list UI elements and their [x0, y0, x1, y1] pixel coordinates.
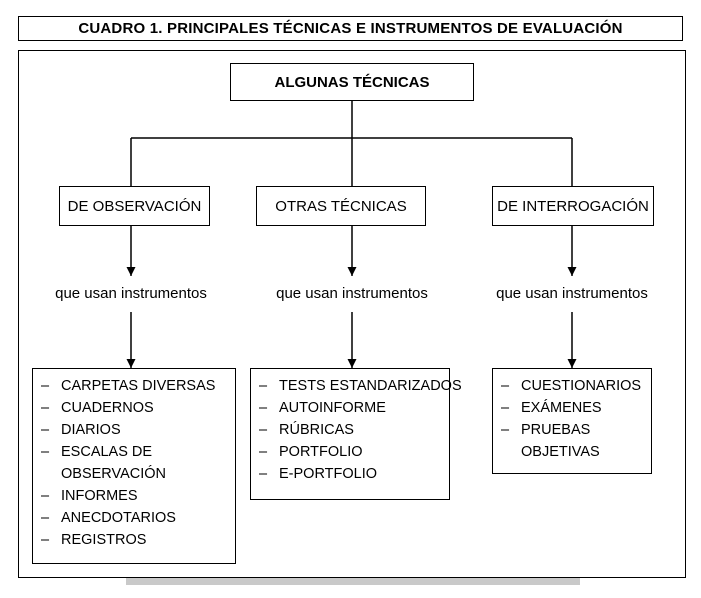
instruments-observation: CARPETAS DIVERSAS CUADERNOS DIARIOS ESCA…: [32, 368, 236, 564]
list-item: E-PORTFOLIO: [259, 463, 441, 485]
technique-other: OTRAS TÉCNICAS: [256, 186, 426, 226]
list-item: OBJETIVAS: [521, 444, 600, 460]
instrument-list: CARPETAS DIVERSAS CUADERNOS DIARIOS ESCA…: [41, 375, 227, 551]
list-item: PRUEBAS: [501, 419, 643, 441]
connector-label-observation: que usan instrumentos: [55, 285, 207, 302]
connector-label-interrogation: que usan instrumentos: [496, 285, 648, 302]
diagram-title: CUADRO 1. PRINCIPALES TÉCNICAS E INSTRUM…: [18, 16, 683, 41]
instruments-other: TESTS ESTANDARIZADOS AUTOINFORME RÚBRICA…: [250, 368, 462, 500]
list-item: ANECDOTARIOS: [41, 507, 227, 529]
list-item: PORTFOLIO: [259, 441, 441, 463]
list-item: CARPETAS DIVERSAS: [41, 375, 227, 397]
root-node: ALGUNAS TÉCNICAS: [230, 63, 474, 101]
list-item: RÚBRICAS: [259, 419, 441, 441]
list-item: CUADERNOS: [41, 397, 227, 419]
instruments-interrogation: CUESTIONARIOS EXÁMENES PRUEBAS OBJETIVAS: [492, 368, 652, 474]
list-item: CUESTIONARIOS: [501, 375, 643, 397]
list-item: INFORMES: [41, 485, 227, 507]
connector-label-other: que usan instrumentos: [276, 285, 428, 302]
list-item: DIARIOS: [41, 419, 227, 441]
list-item: EXÁMENES: [501, 397, 643, 419]
technique-observation: DE OBSERVACIÓN: [59, 186, 210, 226]
instrument-list: TESTS ESTANDARIZADOS AUTOINFORME RÚBRICA…: [259, 375, 462, 485]
list-item: TESTS ESTANDARIZADOS: [259, 375, 462, 397]
list-item: AUTOINFORME: [259, 397, 441, 419]
diagram-frame: [18, 50, 686, 578]
frame-shadow: [126, 578, 580, 585]
list-item: OBSERVACIÓN: [61, 466, 167, 482]
technique-interrogation: DE INTERROGACIÓN: [492, 186, 654, 226]
list-item: REGISTROS: [41, 529, 227, 551]
list-item: ESCALAS DE: [41, 441, 227, 463]
instrument-list: CUESTIONARIOS EXÁMENES PRUEBAS OBJETIVAS: [501, 375, 643, 463]
